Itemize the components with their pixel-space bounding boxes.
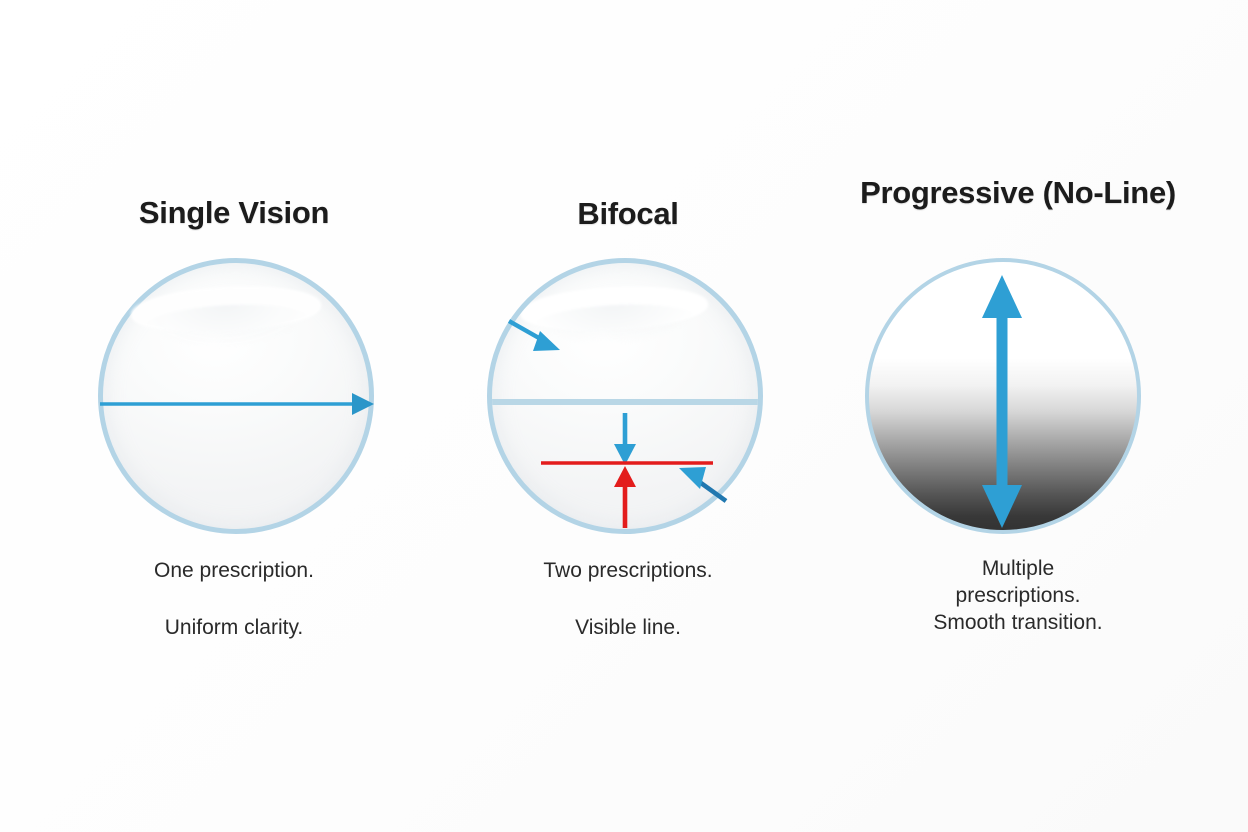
- caption-line: Visible line.: [575, 615, 681, 639]
- caption-line: One prescription.: [154, 559, 314, 582]
- panel-single-vision: Single Vision One prescription. Uniform …: [0, 0, 468, 832]
- title-line: Progressive: [860, 175, 1035, 210]
- caption-line: Two prescriptions.: [543, 559, 713, 582]
- lens-single-vision: [98, 258, 374, 534]
- panel-bifocal: Bifocal Two prescriptions. Visible line.: [468, 0, 788, 832]
- panel-progressive: Progressive (No-Line) Multiple prescript…: [788, 0, 1248, 832]
- caption-line: Smooth transition.: [933, 610, 1103, 634]
- title-line: (No-Line): [1042, 175, 1177, 210]
- caption-line: Uniform clarity.: [164, 615, 304, 639]
- lens-bifocal: [487, 258, 763, 534]
- caption-line: Multiple: [981, 557, 1055, 580]
- lens-progressive: [865, 258, 1141, 534]
- panel-title-single-vision: Single Vision: [138, 195, 330, 230]
- panel-title-progressive: Progressive (No-Line): [788, 175, 1248, 210]
- caption-line: prescriptions.: [955, 583, 1081, 607]
- lens-glare-highlight: [129, 282, 323, 336]
- panel-caption-single-vision: One prescription. Uniform clarity.: [0, 558, 468, 642]
- panel-title-bifocal: Bifocal: [577, 196, 679, 231]
- panel-caption-bifocal: Two prescriptions. Visible line.: [468, 558, 788, 642]
- lens-glare-highlight: [519, 282, 709, 334]
- bifocal-segment-line: [492, 399, 758, 405]
- panel-caption-progressive: Multiple prescriptions. Smooth transitio…: [788, 556, 1248, 637]
